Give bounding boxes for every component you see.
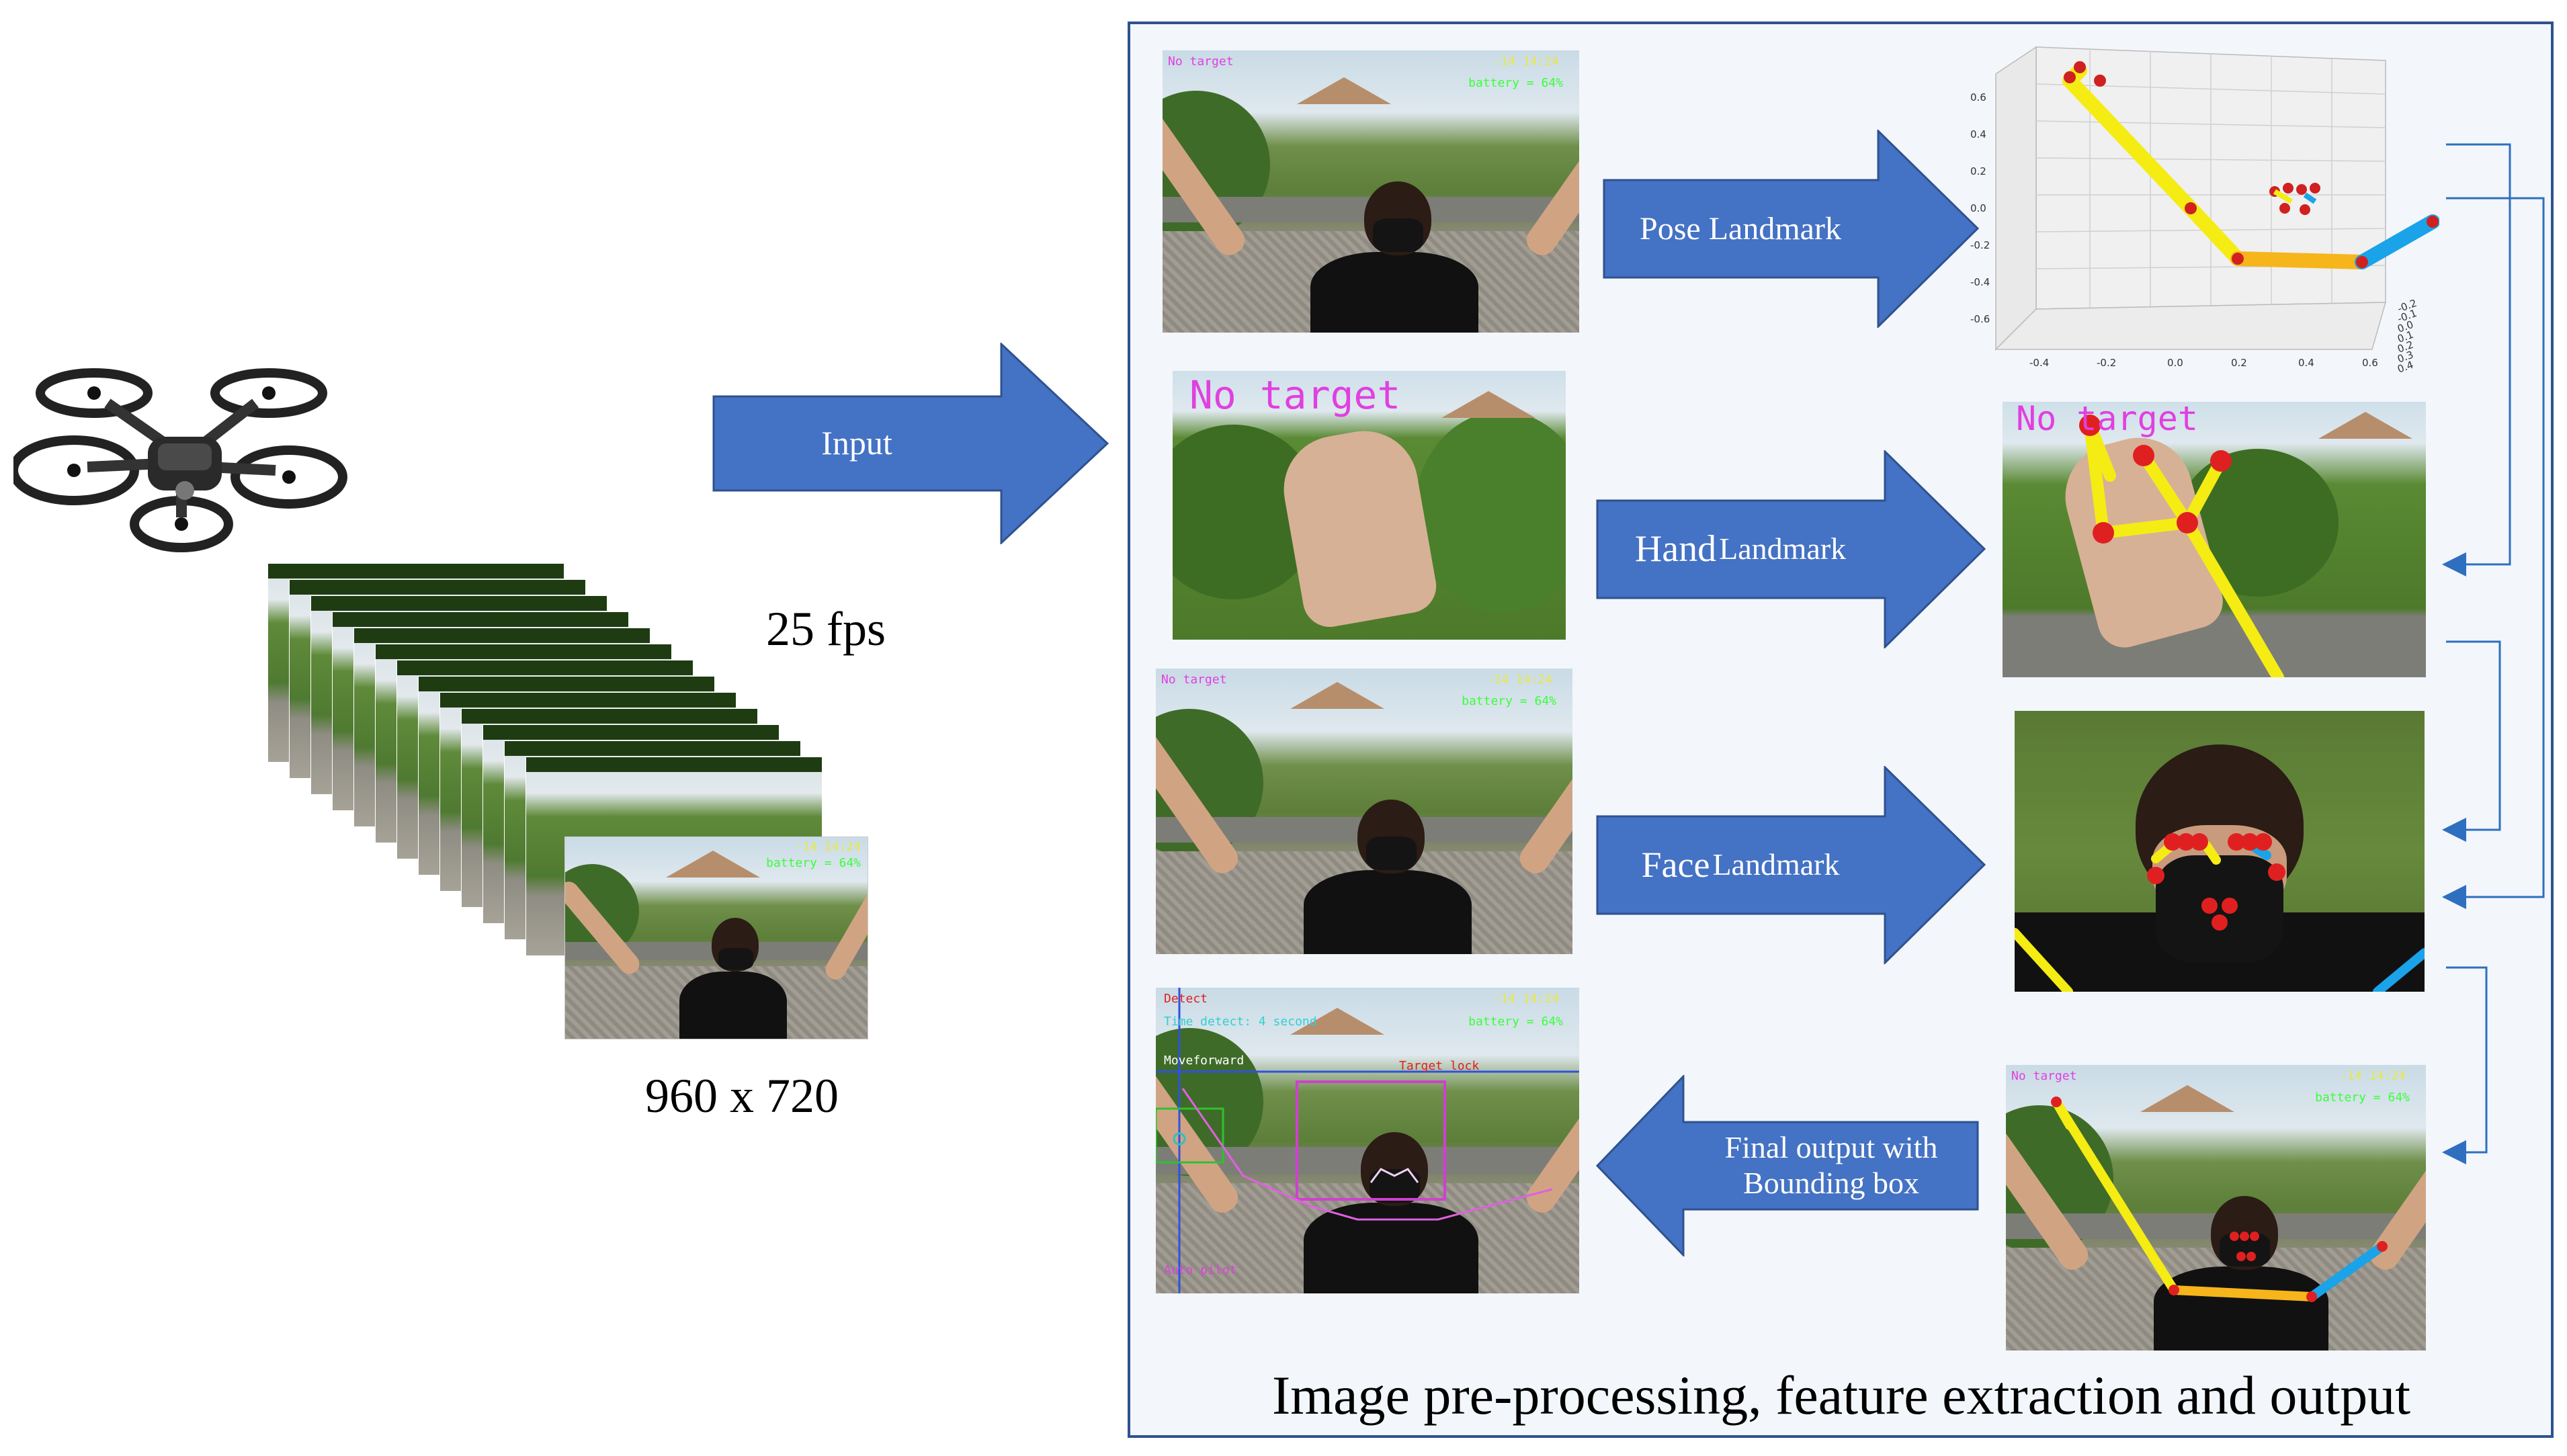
face-input-image: No target -14 14:24 battery = 64%: [1156, 669, 1572, 954]
overlay-battery: battery = 64%: [1468, 76, 1563, 90]
face-landmark-arrow: [1596, 766, 1986, 964]
face-landmark-label: Face Landmark: [1596, 816, 1885, 914]
y-tick: 0.4: [1970, 128, 1986, 140]
face-label-small: Landmark: [1712, 847, 1840, 882]
fps-label: 25 fps: [766, 602, 886, 656]
hand-landmark-label: Hand Landmark: [1596, 501, 1885, 598]
y-tick: 0.2: [1970, 165, 1986, 177]
x-tick: -0.2: [2097, 357, 2116, 369]
overlay-time: -14 14:24: [1493, 54, 1559, 69]
input-arrow: [712, 343, 1109, 544]
overlay-no-target: No target: [1189, 372, 1401, 418]
overlay-no-target: No target: [2016, 402, 2198, 438]
overlay-battery: battery = 64%: [2315, 1090, 2410, 1105]
overlay-battery: battery = 64%: [1462, 694, 1556, 708]
overlay-detect: Detect: [1164, 992, 1208, 1006]
face-label-big: Face: [1641, 845, 1710, 886]
final-output-arrow: [1596, 1075, 1979, 1256]
overlay-battery: battery = 64%: [766, 856, 861, 870]
drone-icon: [9, 368, 347, 552]
y-tick: 0.0: [1970, 202, 1986, 214]
overlay-time: -14 14:24: [795, 840, 861, 854]
x-tick: 0.6: [2362, 357, 2378, 369]
hand-label-big: Hand: [1634, 528, 1717, 570]
combined-landmark-image: No target -14 14:24 battery = 64%: [2006, 1065, 2426, 1351]
hand-landmark-arrow: [1596, 450, 1986, 648]
pose-input-image: No target -14 14:24 battery = 64%: [1163, 50, 1579, 333]
face-landmark-image: [2015, 711, 2425, 992]
hand-input-image: No target: [1173, 371, 1566, 640]
x-tick: 0.4: [2298, 357, 2314, 369]
overlay-time: -14 14:24: [1486, 673, 1552, 687]
pose-landmark-label: Pose Landmark: [1640, 210, 1841, 247]
overlay-target-lock: Target lock: [1399, 1059, 1480, 1073]
overlay-no-target: No target: [2011, 1069, 2077, 1083]
drone-image: [9, 336, 349, 564]
y-tick: -0.6: [1970, 313, 1990, 325]
x-tick: 0.2: [2231, 357, 2247, 369]
pose-3d-plot: 0.6 0.4 0.2 0.0 -0.2 -0.4 -0.6 -0.4 -0.2…: [1969, 34, 2440, 383]
y-tick: -0.2: [1970, 239, 1990, 251]
overlay-moveforward: Moveforward: [1164, 1054, 1245, 1068]
hand-label-small: Landmark: [1719, 531, 1847, 566]
y-tick: 0.6: [1970, 91, 1986, 103]
hand-landmark-image: No target: [2003, 402, 2426, 677]
overlay-time-detect: Time detect: 4 second: [1164, 1015, 1317, 1029]
overlay-auto-pilot: Auto pilot: [1164, 1263, 1237, 1277]
overlay-no-target: No target: [1161, 673, 1227, 687]
x-tick: 0.0: [2167, 357, 2183, 369]
overlay-battery: battery = 64%: [1468, 1015, 1563, 1029]
panel-caption: Image pre-processing, feature extraction…: [1272, 1365, 2410, 1426]
final-output-label: Final output with Bounding box: [1724, 1130, 1938, 1200]
pose-landmark-arrow: [1603, 130, 1979, 328]
final-output-image: Detect Time detect: 4 second Moveforward…: [1156, 988, 1579, 1293]
input-arrow-label: Input: [821, 424, 892, 462]
connector-lines: [2442, 143, 2545, 1164]
overlay-no-target: No target: [1168, 54, 1234, 69]
y-tick: -0.4: [1970, 276, 1990, 288]
overlay-time: -14 14:24: [1493, 992, 1559, 1006]
front-frame-image: -14 14:24 battery = 64%: [564, 837, 868, 1039]
overlay-time: -14 14:24: [2340, 1069, 2406, 1083]
x-tick: -0.4: [2029, 357, 2049, 369]
resolution-label: 960 x 720: [645, 1069, 839, 1123]
